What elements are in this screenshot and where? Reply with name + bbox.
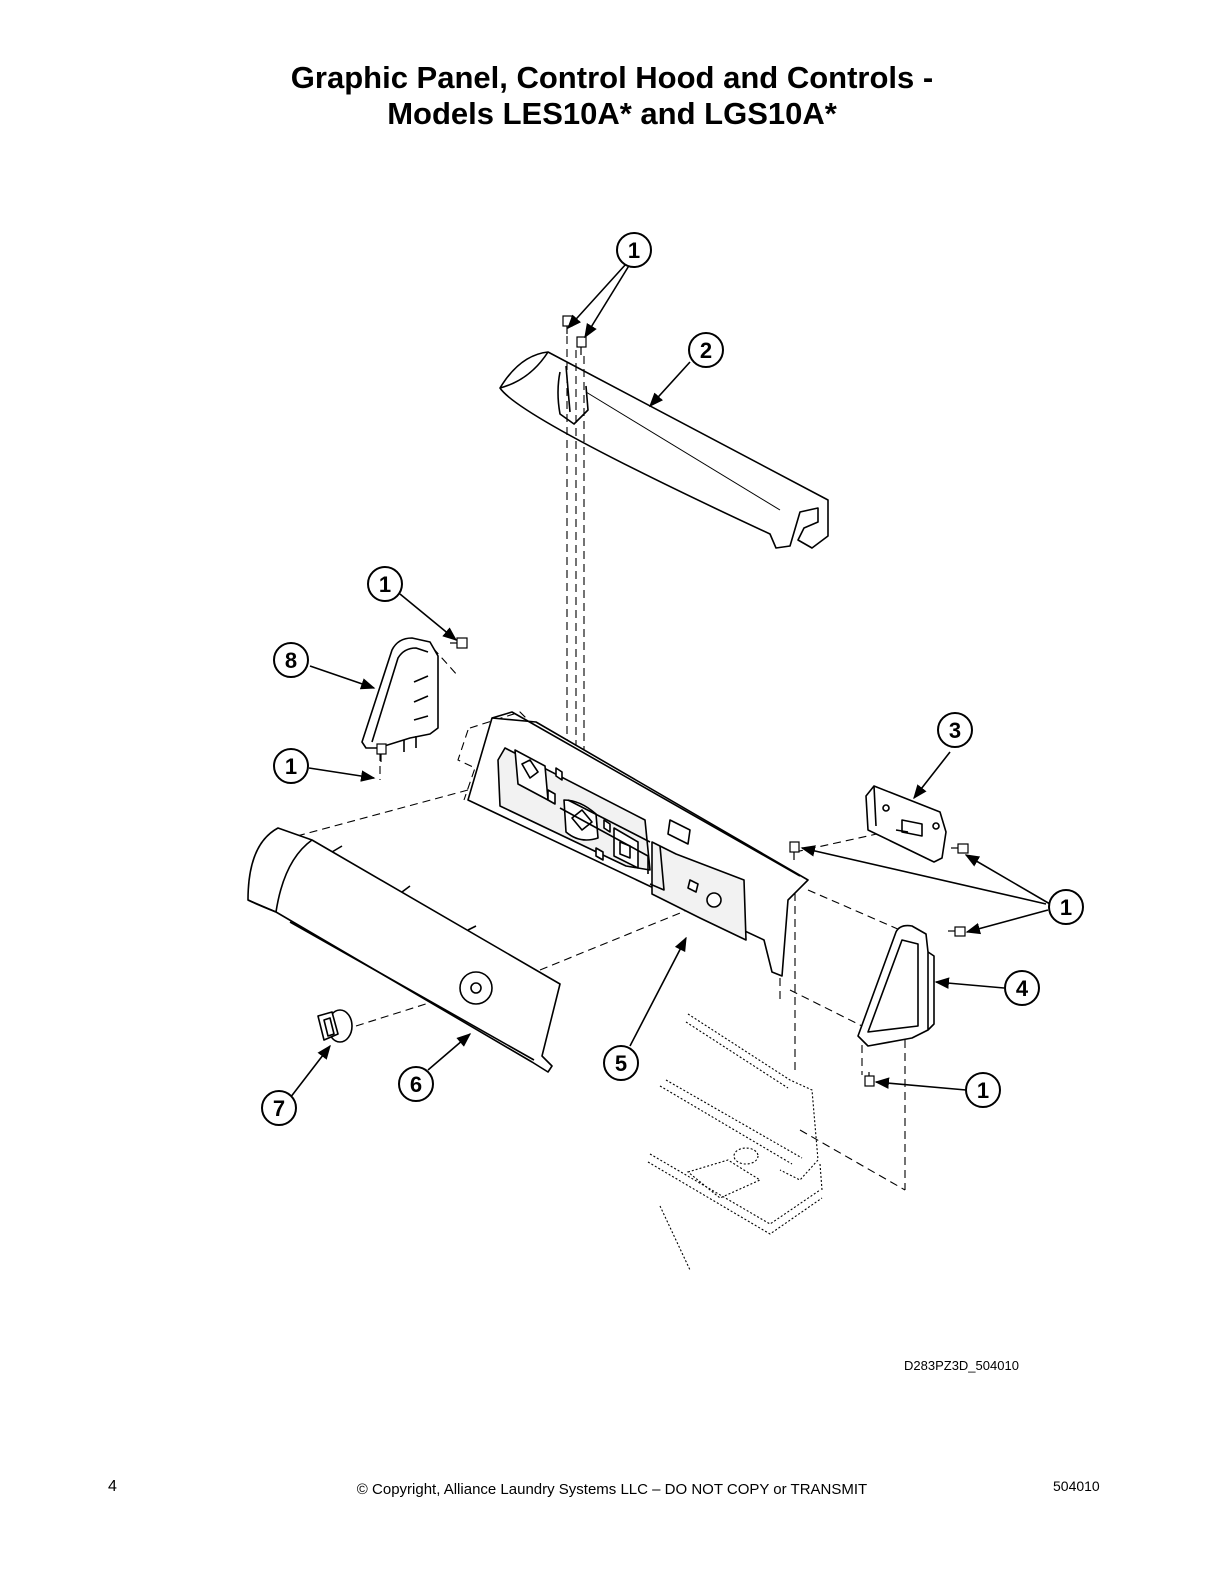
callout-label: 2 xyxy=(700,338,712,363)
callout-4: 4 xyxy=(1004,970,1040,1006)
timer-bracket xyxy=(865,785,947,863)
callout-label: 1 xyxy=(628,238,640,263)
callout-label: 4 xyxy=(1016,976,1029,1001)
callout-2: 2 xyxy=(688,332,724,368)
callout-label: 5 xyxy=(615,1051,627,1076)
control-panel xyxy=(467,711,809,977)
callout-label: 1 xyxy=(1060,895,1072,920)
leader-lines xyxy=(289,263,1051,1099)
callout-1-right-group: 1 xyxy=(1048,889,1084,925)
callout-1-left-lower: 1 xyxy=(273,748,309,784)
control-hood xyxy=(499,351,829,549)
callout-label: 8 xyxy=(285,648,297,673)
callout-1-top: 1 xyxy=(616,232,652,268)
callout-3: 3 xyxy=(937,712,973,748)
callout-5: 5 xyxy=(603,1045,639,1081)
callout-1-left-upper: 1 xyxy=(367,566,403,602)
callout-6: 6 xyxy=(398,1066,434,1102)
callout-7: 7 xyxy=(261,1090,297,1126)
title-line-1: Graphic Panel, Control Hood and Controls… xyxy=(290,60,934,95)
right-end-cap xyxy=(857,924,935,1047)
callout-label: 7 xyxy=(273,1096,285,1121)
callout-label: 1 xyxy=(379,572,391,597)
callout-label: 6 xyxy=(410,1072,422,1097)
left-end-cap xyxy=(361,637,439,752)
graphic-panel xyxy=(247,827,561,1073)
title-line-2: Models LES10A* and LGS10A* xyxy=(387,96,837,131)
callout-label: 3 xyxy=(949,718,961,743)
callout-label: 1 xyxy=(285,754,297,779)
page-title: Graphic Panel, Control Hood and Controls… xyxy=(0,60,1224,132)
callout-8: 8 xyxy=(273,642,309,678)
callout-label: 1 xyxy=(977,1078,989,1103)
knob xyxy=(317,1009,353,1043)
drawing-id: D283PZ3D_504010 xyxy=(904,1358,1019,1373)
screws-right xyxy=(789,841,969,1087)
footer-copyright: © Copyright, Alliance Laundry Systems LL… xyxy=(356,1481,868,1498)
footer-page-number: 4 xyxy=(108,1478,117,1495)
footer-doc-number: 504010 xyxy=(1053,1478,1100,1494)
screws-left xyxy=(376,637,468,762)
dryer-cabinet-context xyxy=(647,1013,823,1271)
callout-1-right-lower: 1 xyxy=(965,1072,1001,1108)
